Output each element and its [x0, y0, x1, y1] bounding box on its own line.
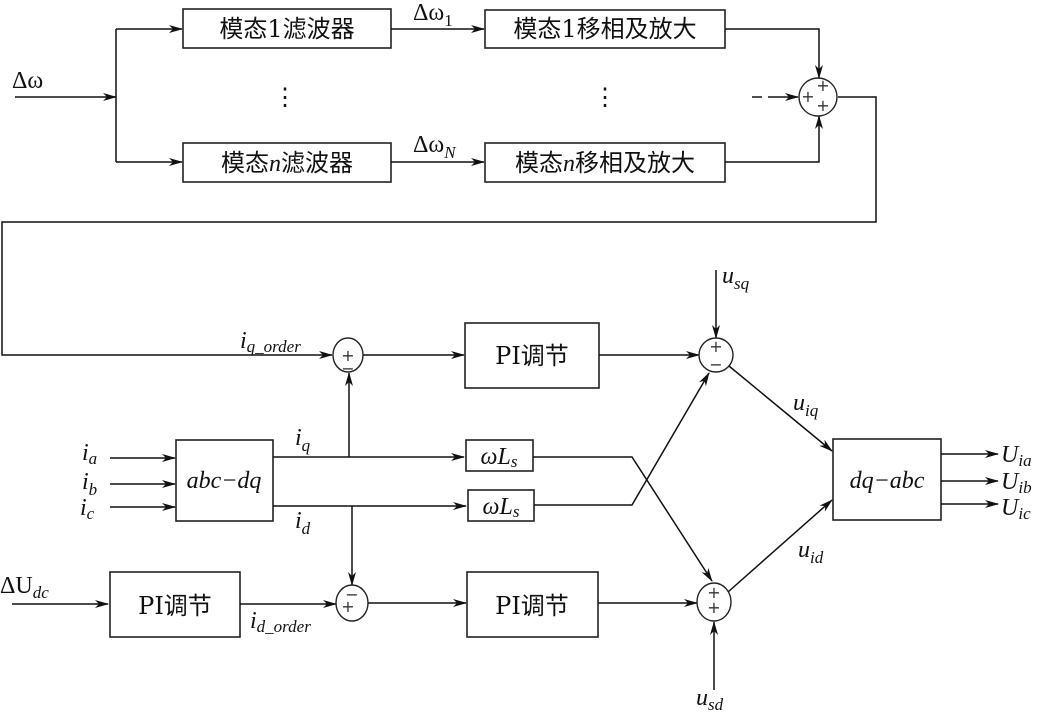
filter-n-block: 模态n滤波器 [182, 142, 392, 183]
omega-ls-block-1: ωLs [465, 439, 534, 472]
pi-d-label: PI调节 [495, 592, 569, 620]
delta-omega-n-label: ΔωN [413, 132, 457, 162]
svg-text:+: + [707, 598, 720, 617]
iq-sum-junction: + − [332, 337, 364, 378]
uq-sum-junction: + − [698, 337, 734, 374]
filter-1-label: 模态1滤波器 [219, 15, 354, 43]
pi-dc-block: PI调节 [109, 571, 241, 638]
filter-n-label: 模态n滤波器 [221, 149, 353, 177]
omega-ls-1-cross-line [533, 456, 713, 582]
svg-text:+: + [341, 597, 354, 616]
input-delta-omega-line [15, 25, 183, 166]
svg-text:−: − [709, 355, 722, 374]
dq-abc-block: dq−abc [832, 438, 942, 521]
phase-amp-n-label: 模态n移相及放大 [515, 149, 695, 177]
usq-label: usq [722, 263, 750, 293]
uib-label: Uib [1001, 469, 1032, 497]
ud-sum-junction: + + [696, 582, 732, 622]
svg-text:−: − [341, 359, 354, 378]
modal-sum-junction: + + + [798, 76, 838, 117]
id-order-label: id_order [250, 608, 311, 636]
svg-text:+: + [816, 76, 829, 95]
omega-ls-2-label: ωLs [483, 494, 520, 521]
omega-ls-1-label: ωLs [481, 444, 518, 471]
abc-dq-label: abc−dq [187, 468, 262, 494]
svg-text:+: + [709, 337, 722, 356]
svg-text:+: + [341, 346, 354, 365]
uic-label: Uic [1001, 495, 1031, 523]
svg-text:+: + [801, 87, 814, 106]
omega-ls-block-2: ωLs [467, 489, 535, 522]
current-inputs [110, 454, 176, 511]
pi-q-block: PI调节 [464, 322, 600, 389]
iq-label: iq [295, 425, 311, 455]
svg-text:−: − [345, 585, 358, 604]
delta-omega-1-label: Δω1 [413, 0, 453, 30]
pi-q-label: PI调节 [495, 342, 569, 370]
pi-d-block: PI调节 [466, 571, 599, 638]
ic-label: ic [80, 495, 95, 523]
voltage-outputs [941, 450, 999, 508]
uid-line [727, 499, 833, 593]
filter-ellipsis: ⋮ [273, 85, 297, 111]
usd-label: usd [696, 685, 724, 713]
phase-amp-1-label: 模态1移相及放大 [513, 15, 696, 43]
amp-ellipsis: ⋮ [593, 85, 617, 111]
delta-udc-label: ΔUdc [0, 573, 49, 602]
delta-omega-label: Δω [12, 68, 43, 94]
modal-sum-lines [1, 28, 877, 359]
uiq-label: uiq [793, 390, 819, 420]
pi-dc-label: PI调节 [138, 592, 212, 620]
uia-label: Uia [1001, 442, 1032, 470]
filter-1-block: 模态1滤波器 [182, 8, 392, 49]
dq-abc-label: dq−abc [850, 468, 925, 494]
svg-text:+: + [707, 583, 720, 602]
iq-order-label: iq_order [240, 328, 301, 356]
id-sum-junction: − + [335, 584, 369, 622]
uid-label: uid [798, 537, 824, 567]
ib-label: ib [82, 469, 97, 499]
id-label: id [295, 508, 311, 538]
omega-ls-2-cross-line [534, 372, 710, 506]
uiq-line [728, 365, 833, 452]
phase-amp-1-block: 模态1移相及放大 [484, 9, 726, 49]
abc-dq-block: abc−dq [175, 439, 274, 522]
svg-text:+: + [816, 96, 829, 115]
ia-label: ia [82, 440, 97, 468]
phase-amp-n-block: 模态n移相及放大 [484, 142, 726, 183]
